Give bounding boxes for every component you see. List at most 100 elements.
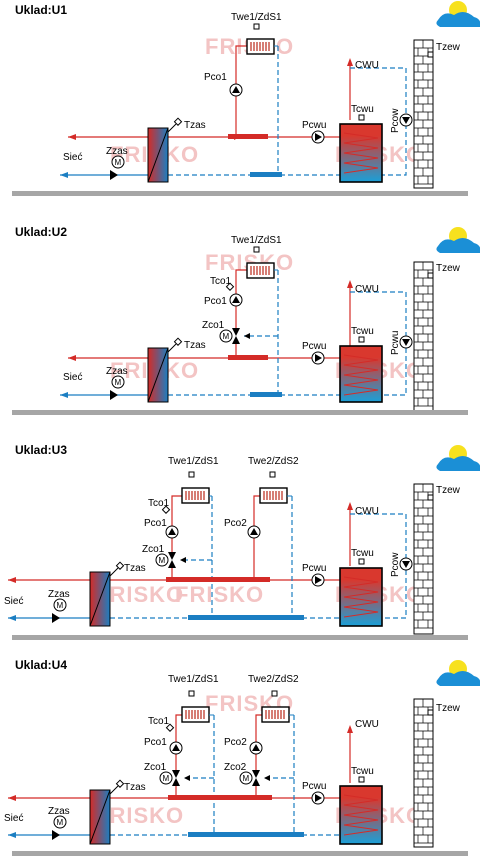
building-wall — [413, 39, 434, 189]
heat-exchanger — [147, 127, 169, 183]
arrow-out — [60, 172, 68, 178]
radiator-1-icon — [181, 471, 210, 504]
zco1-valve-icon: M — [159, 770, 180, 786]
tzew-label: Tzew — [436, 703, 461, 714]
diagram-title: Uklad:U2 — [15, 225, 68, 239]
pco2-pump-icon — [249, 741, 263, 755]
pco1-label: Pco1 — [144, 737, 167, 748]
pco2-label: Pco2 — [224, 518, 247, 529]
schematic: FRISKO FRISKO FRISKO Tzew — [4, 660, 480, 856]
hydraulic-separator-cold — [188, 615, 304, 620]
return-pipes — [168, 46, 407, 176]
pcwu-label: Pcwu — [302, 781, 326, 792]
pco2-pump-icon — [247, 525, 261, 539]
siec-label: Sieć — [63, 152, 82, 163]
siec-label: Sieć — [4, 813, 23, 824]
twe2-label: Twe2/ZdS2 — [248, 456, 299, 467]
tco1-label: Tco1 — [148, 716, 170, 727]
svg-text:M: M — [57, 818, 64, 827]
hot-water-tank — [339, 776, 383, 845]
tzas-label: Tzas — [184, 340, 206, 351]
svg-text:FRISKO: FRISKO — [175, 582, 264, 607]
tzew-label: Tzew — [436, 42, 461, 53]
pcwu-label: Pcwu — [302, 120, 326, 131]
tcwu-label: Tcwu — [351, 548, 374, 559]
tzew-label: Tzew — [436, 485, 461, 496]
zzas-label: Zzas — [106, 366, 128, 377]
pco1-label: Pco1 — [144, 518, 167, 529]
pcow-pump-icon — [399, 557, 413, 571]
cwu-label: CWU — [355, 284, 379, 295]
hydraulic-separator-cold — [250, 172, 282, 177]
zzas-valve-icon: M — [52, 815, 67, 840]
schematic: FRISKO FRISKO FRISKO Tzew — [12, 1, 480, 196]
radiator-icon — [246, 246, 275, 279]
hot-water-tank — [339, 558, 383, 627]
heat-exchanger — [89, 789, 111, 845]
zco1-valve-icon: M — [219, 328, 240, 344]
radiator-2-icon — [259, 471, 288, 504]
twe1-label: Twe1/ZdS1 — [231, 12, 282, 23]
tzas-sensor-icon — [115, 561, 125, 570]
zzas-label: Zzas — [106, 146, 128, 157]
pcwu-pump-icon — [311, 573, 325, 587]
zco2-valve-icon: M — [239, 770, 260, 786]
tcwu-label: Tcwu — [351, 766, 374, 777]
zzas-label: Zzas — [48, 589, 70, 600]
pcow-pump-icon — [399, 113, 413, 127]
zzas-valve-icon: M — [110, 375, 125, 400]
tco1-sensor-icon — [225, 282, 235, 291]
zco1-label: Zco1 — [142, 544, 165, 555]
tco1-label: Tco1 — [148, 498, 170, 509]
hydraulic-separator-cold — [188, 832, 304, 837]
pcwu2-pump-icon — [399, 335, 413, 349]
twe1-label: Twe1/ZdS1 — [168, 456, 219, 467]
diagram-title: Uklad:U4 — [15, 658, 68, 672]
pcwu-circ-label: Pcwu — [390, 331, 401, 355]
tzas-sensor-icon — [115, 779, 125, 788]
svg-text:M: M — [163, 774, 170, 783]
radiator-icon — [246, 23, 275, 55]
hydraulic-separator-cold — [250, 392, 282, 397]
tzas-label: Tzas — [184, 120, 206, 131]
pcwu-pump-icon — [311, 791, 325, 805]
pco1-label: Pco1 — [204, 296, 227, 307]
tco1-sensor-icon — [165, 723, 175, 732]
zco1-label: Zco1 — [144, 762, 167, 773]
tzas-sensor-icon — [173, 337, 183, 346]
hydraulic-separator-hot — [228, 355, 268, 360]
zco1-valve-icon: M — [155, 552, 176, 568]
weather-sun-icon — [436, 227, 480, 253]
weather-sun-icon — [436, 445, 480, 471]
svg-text:M: M — [243, 774, 250, 783]
svg-text:M: M — [115, 378, 122, 387]
zco1-label: Zco1 — [202, 320, 225, 331]
pco1-pump-icon — [229, 293, 243, 307]
weather-sun-icon — [436, 1, 480, 27]
cwu-label: CWU — [355, 719, 379, 730]
schematic: FRISKO FRISKO FRISKO Tzew — [12, 227, 480, 415]
zzas-valve-icon: M — [110, 155, 125, 180]
pco2-label: Pco2 — [224, 737, 247, 748]
arrow-in — [68, 134, 76, 140]
cwu-arrow — [347, 58, 353, 66]
pcwu-pump-icon — [311, 130, 325, 144]
hydraulic-separator-hot — [166, 577, 270, 582]
diagram-title: Uklad:U1 — [15, 3, 68, 17]
building-wall — [413, 483, 434, 635]
pcwu-label: Pcwu — [302, 341, 326, 352]
hot-water-tank — [339, 336, 383, 403]
ground-line — [12, 851, 468, 856]
svg-text:M: M — [159, 556, 166, 565]
pcwu-pump-icon — [311, 351, 325, 365]
tzew-label: Tzew — [436, 263, 461, 274]
tco1-label: Tco1 — [210, 276, 232, 287]
tcwu-label: Tcwu — [351, 104, 374, 115]
zzas-valve-icon: M — [52, 598, 67, 623]
ground-line — [12, 635, 468, 640]
twe1-label: Twe1/ZdS1 — [231, 235, 282, 246]
svg-text:M: M — [57, 601, 64, 610]
svg-text:M: M — [115, 158, 122, 167]
heat-exchanger — [89, 571, 111, 627]
hydraulic-separator-hot — [228, 134, 268, 139]
